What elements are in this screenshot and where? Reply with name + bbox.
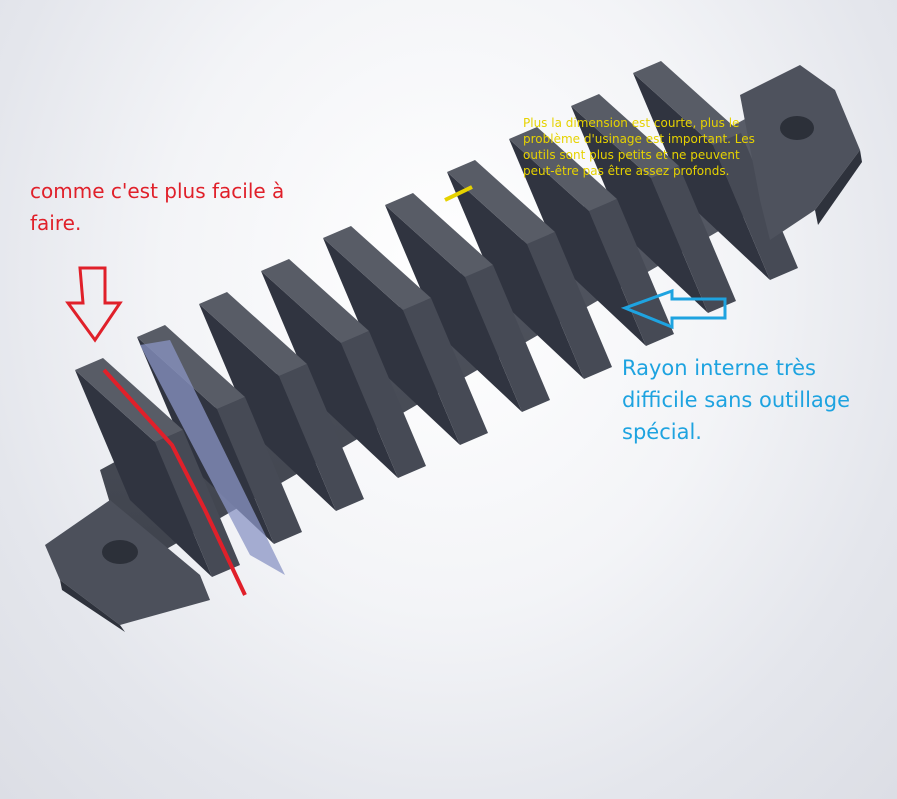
fin — [509, 127, 674, 346]
fins-group — [75, 61, 798, 577]
fin — [571, 94, 736, 313]
fin — [199, 292, 364, 511]
left-mount-hole — [102, 540, 138, 564]
fin — [323, 226, 488, 445]
left-mount-tab — [45, 500, 210, 632]
fin — [261, 259, 426, 478]
fin — [447, 160, 612, 379]
right-mount-tab — [740, 65, 862, 240]
yellow-mark — [444, 185, 473, 202]
red-cut-line — [102, 368, 247, 596]
right-annotation: Rayon interne très difficile sans outill… — [622, 356, 851, 444]
fin — [385, 193, 550, 412]
left-arrow-icon — [620, 288, 727, 330]
left-annotation: comme c'est plus facile à faire. — [30, 179, 285, 235]
fin — [633, 61, 798, 280]
down-arrow-icon — [65, 266, 123, 343]
cut-face — [140, 340, 285, 575]
right-mount-hole — [780, 116, 814, 140]
top-annotation: Plus la dimension est courte, plus le pr… — [523, 116, 755, 178]
